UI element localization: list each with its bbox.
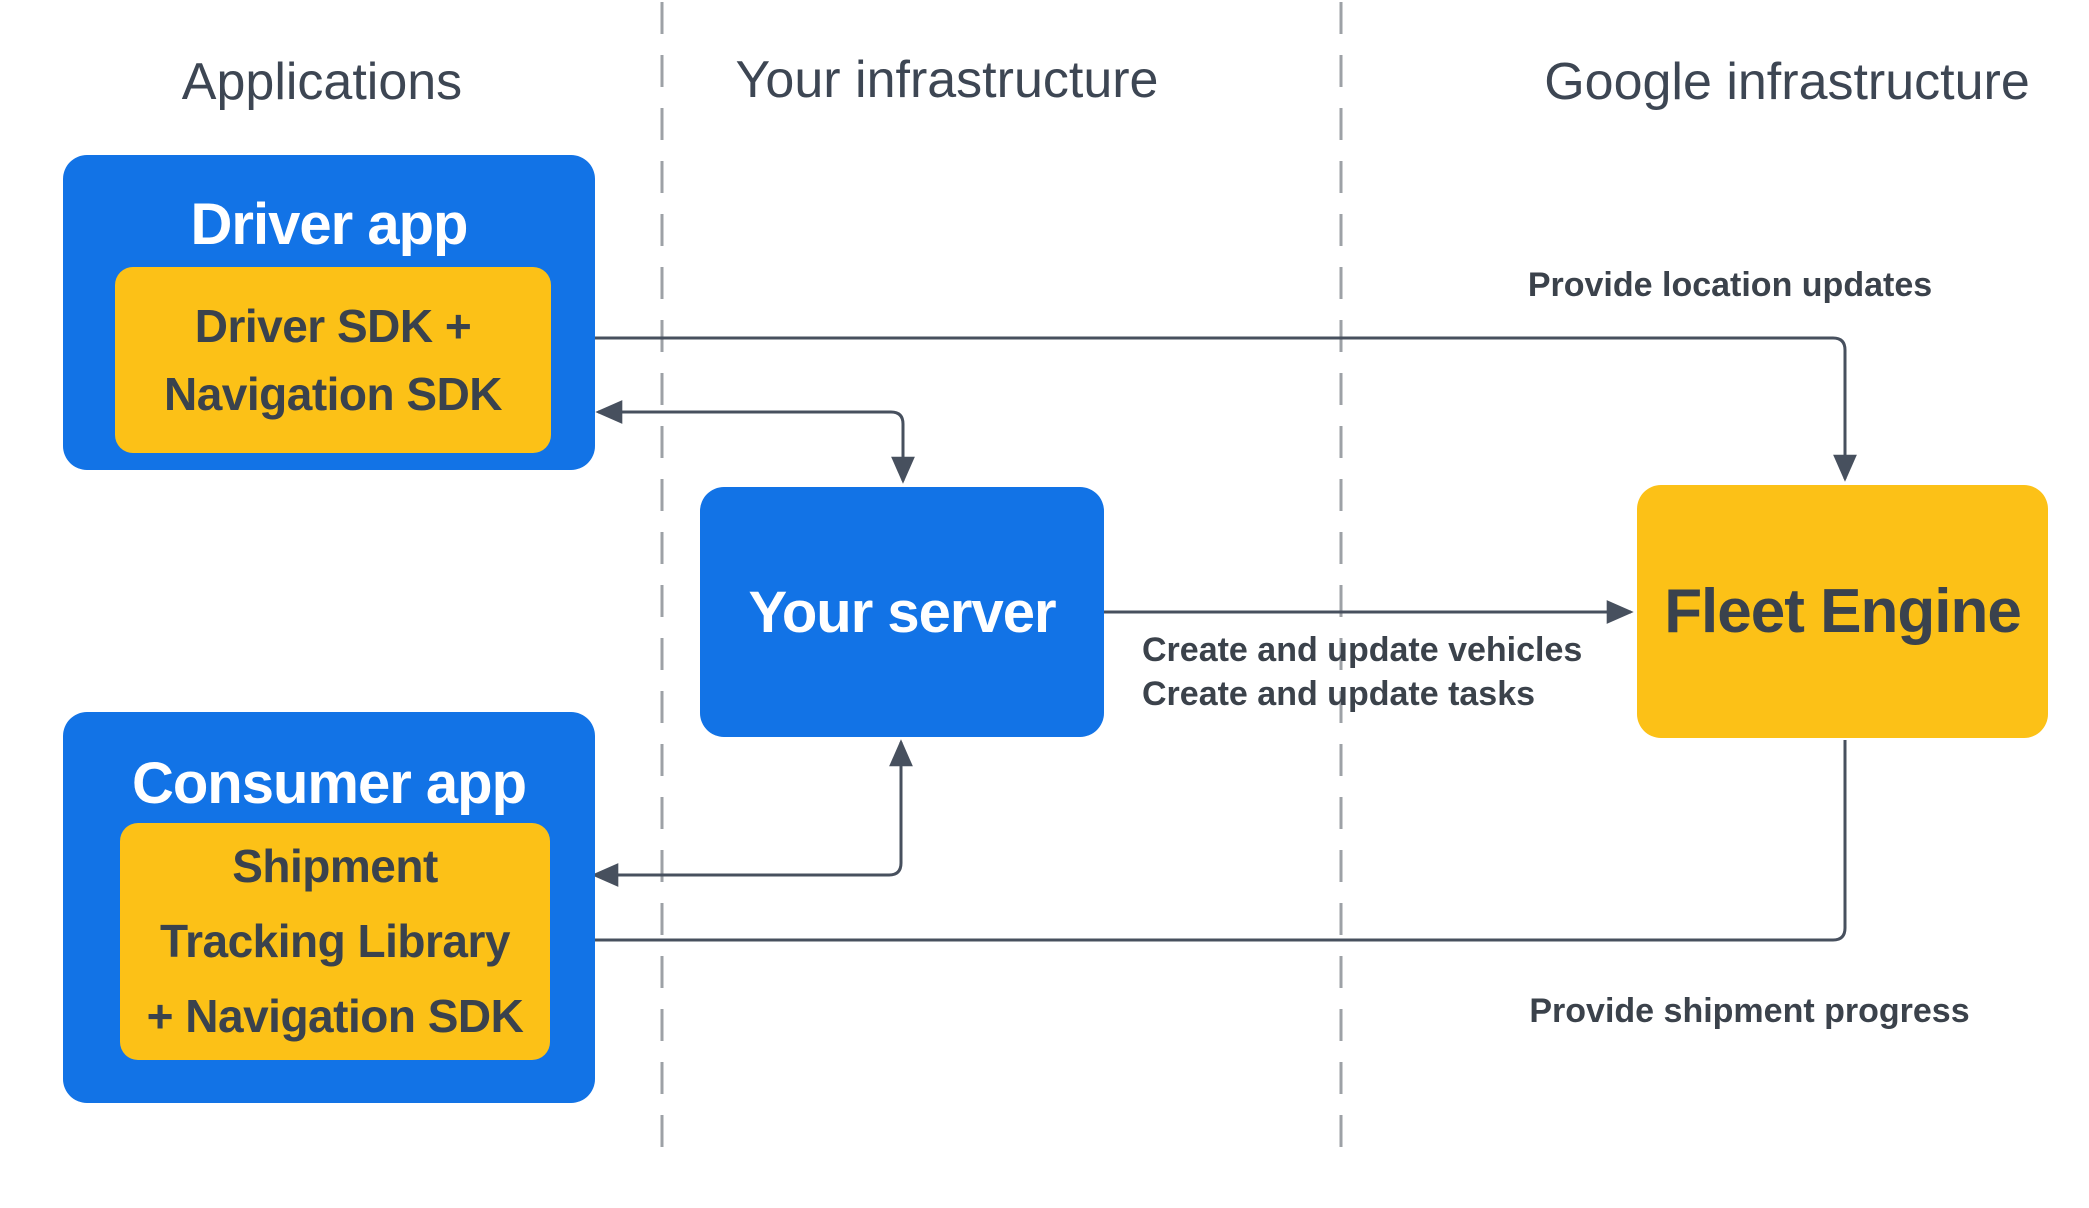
shipment-sdk-label-line2: Tracking Library	[160, 915, 510, 967]
column-header-your-infrastructure: Your infrastructure	[735, 51, 1159, 109]
shipment-sdk-label-line3: + Navigation SDK	[146, 990, 524, 1042]
column-header-google-infrastructure: Google infrastructure	[1544, 53, 2030, 111]
driver-sdk-label-line2: Navigation SDK	[163, 368, 503, 420]
driver-app-title: Driver app	[190, 192, 469, 257]
driver-sdk-label-line1: Driver SDK +	[194, 300, 472, 352]
driver-app-node: Driver app Driver SDK + Navigation SDK	[63, 155, 595, 470]
arrow-provide-shipment-progress	[553, 740, 1847, 952]
label-provide-shipment-progress: Provide shipment progress	[1529, 992, 1970, 1030]
label-create-and-update-vehicles: Create and update vehicles	[1142, 631, 1583, 669]
label-create-and-update-tasks: Create and update tasks	[1142, 675, 1536, 713]
your-server-title: Your server	[748, 579, 1056, 645]
label-provide-location-updates: Provide location updates	[1527, 266, 1933, 304]
column-header-applications: Applications	[181, 53, 463, 111]
your-server-node: Your server	[700, 487, 1104, 737]
arrow-consumer-app-your-server	[591, 739, 913, 887]
fleet-engine-title: Fleet Engine	[1664, 577, 2022, 646]
consumer-app-title: Consumer app	[131, 751, 527, 816]
label-create-and-update: Create and update vehicles Create and up…	[1142, 628, 1582, 716]
shipment-sdk-label-line1: Shipment	[232, 840, 438, 892]
arrow-driver-app-your-server	[595, 400, 915, 484]
consumer-app-node: Consumer app Shipment Tracking Library +…	[63, 712, 595, 1103]
arrow-provide-location-updates	[549, 326, 1857, 482]
shipment-tracking-library-node: Shipment Tracking Library + Navigation S…	[120, 823, 550, 1060]
fleet-engine-node: Fleet Engine	[1637, 485, 2048, 738]
driver-sdk-node: Driver SDK + Navigation SDK	[115, 267, 551, 453]
